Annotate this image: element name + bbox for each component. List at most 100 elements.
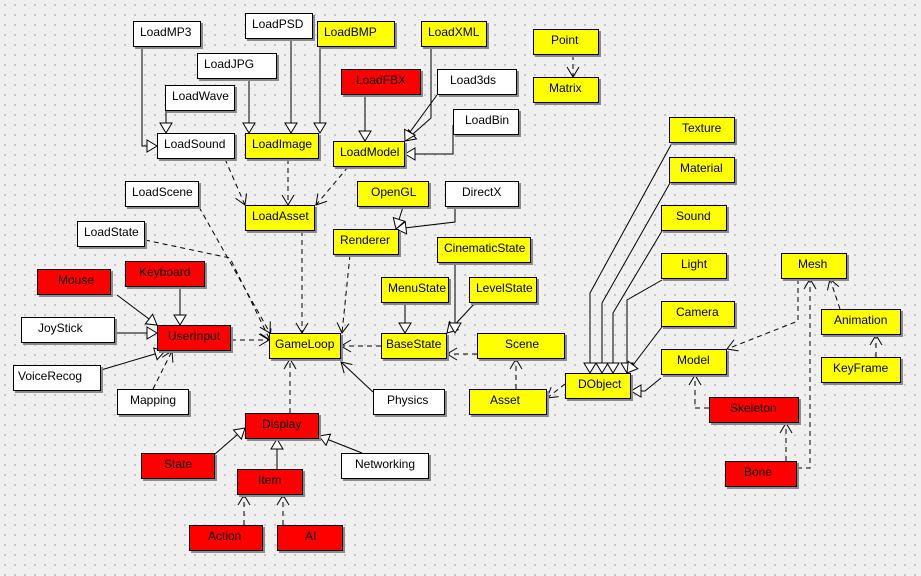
node-cinematicstate[interactable]: CinematicState — [437, 237, 531, 263]
arrowhead — [146, 139, 158, 153]
node-physics[interactable]: Physics — [373, 389, 445, 415]
node-action[interactable]: Action — [189, 525, 263, 551]
edge-mouse-to-userinput — [116, 294, 158, 326]
edge-loadmodel-to-loadasset — [315, 166, 349, 206]
arrowhead — [446, 347, 458, 361]
arrowhead — [340, 339, 352, 353]
node-state[interactable]: State — [141, 453, 215, 479]
node-sound[interactable]: Sound — [661, 205, 727, 231]
edge-material-to-dobject — [595, 182, 671, 374]
node-loadscene[interactable]: LoadScene — [125, 181, 199, 207]
node-bone[interactable]: Bone — [725, 461, 797, 487]
arrowhead — [626, 360, 639, 374]
node-loadasset[interactable]: LoadAsset — [245, 205, 315, 231]
arrowhead — [161, 350, 174, 363]
node-loadimage[interactable]: LoadImage — [245, 133, 319, 159]
node-loadpsd[interactable]: LoadPSD — [245, 13, 313, 39]
node-item[interactable]: Item — [237, 469, 303, 495]
arrowhead — [318, 433, 332, 447]
node-model[interactable]: Model — [661, 349, 727, 375]
node-ai[interactable]: AI — [277, 525, 343, 551]
node-scene[interactable]: Scene — [477, 333, 565, 359]
edge-loadimage-to-loadasset — [281, 159, 295, 206]
arrowhead — [313, 122, 327, 134]
edge-loadbmp-to-loadimage — [313, 47, 327, 134]
node-menustate[interactable]: MenuState — [381, 277, 449, 303]
edge-keyframe-to-animation — [869, 334, 883, 357]
node-keyframe[interactable]: KeyFrame — [821, 357, 901, 383]
node-loadsound[interactable]: LoadSound — [157, 133, 235, 159]
node-skeleton[interactable]: Skeleton — [709, 397, 799, 423]
node-loadjpg[interactable]: LoadJPG — [197, 53, 277, 79]
arrowhead — [173, 314, 187, 326]
edge-loadmp3-to-loadsound — [141, 47, 158, 153]
edge-keyboard-to-userinput — [173, 287, 187, 326]
node-point[interactable]: Point — [533, 29, 599, 55]
node-asset[interactable]: Asset — [469, 389, 547, 415]
arrowhead — [336, 322, 350, 334]
edge-loadbin-to-loadmodel — [404, 125, 454, 161]
node-dobject[interactable]: DObject — [565, 373, 631, 399]
arrowhead — [583, 362, 597, 374]
edge-model-to-dobject — [630, 377, 662, 398]
node-mapping[interactable]: Mapping — [117, 389, 189, 415]
node-light[interactable]: Light — [661, 253, 727, 279]
node-loadfbx[interactable]: LoadFBX — [341, 69, 421, 95]
node-userinput[interactable]: UserInput — [157, 325, 231, 351]
edge-renderer-to-gameloop — [336, 254, 351, 334]
node-animation[interactable]: Animation — [821, 309, 901, 335]
edge-display-to-gameloop — [283, 358, 297, 413]
node-loadmp3[interactable]: LoadMP3 — [133, 21, 201, 47]
arrowhead — [803, 278, 817, 290]
arrowhead — [606, 362, 620, 374]
node-joystick[interactable]: JoyStick — [21, 317, 115, 343]
node-load3ds[interactable]: Load3ds — [437, 69, 517, 95]
node-camera[interactable]: Camera — [661, 301, 735, 327]
node-voicerecog[interactable]: VoiceRecog — [13, 365, 101, 391]
edge-loadfbx-to-loadmodel — [358, 95, 372, 142]
arrowhead — [404, 147, 416, 161]
edge-cinematicstate-to-basestate — [448, 263, 462, 334]
node-directx[interactable]: DirectX — [445, 181, 519, 207]
node-basestate[interactable]: BaseState — [381, 333, 447, 359]
arrowhead — [315, 193, 328, 206]
arrowhead — [630, 384, 642, 398]
node-loadbmp[interactable]: LoadBMP — [317, 21, 395, 47]
node-loadbin[interactable]: LoadBin — [453, 109, 519, 135]
node-gameloop[interactable]: GameLoop — [269, 333, 341, 359]
node-material[interactable]: Material — [669, 157, 735, 183]
edge-loadpsd-to-loadimage — [284, 39, 298, 134]
edge-light-to-dobject — [620, 279, 663, 374]
node-matrix[interactable]: Matrix — [533, 77, 599, 103]
node-networking[interactable]: Networking — [341, 453, 429, 479]
edge-mapping-to-userinput — [152, 350, 174, 390]
edge-load3ds-to-loadmodel — [404, 94, 438, 142]
node-levelstate[interactable]: LevelState — [469, 277, 537, 303]
node-display[interactable]: Display — [245, 413, 319, 439]
edge-camera-to-dobject — [626, 326, 663, 374]
node-loadmodel[interactable]: LoadModel — [333, 141, 405, 167]
edge-loadjpg-to-loadimage — [242, 79, 256, 134]
node-keyboard[interactable]: Keyboard — [125, 261, 205, 287]
edge-skeleton-to-model — [688, 374, 709, 409]
node-mesh[interactable]: Mesh — [781, 253, 847, 279]
node-opengl[interactable]: OpenGL — [357, 181, 429, 207]
edge-menustate-to-basestate — [398, 303, 412, 334]
edge-networking-to-display — [318, 433, 363, 454]
edge-basestate-to-gameloop — [340, 339, 381, 353]
node-loadwave[interactable]: LoadWave — [165, 85, 235, 111]
node-loadstate[interactable]: LoadState — [77, 221, 145, 247]
node-mouse[interactable]: Mouse — [37, 269, 111, 295]
edge-state-to-display — [214, 427, 246, 455]
edge-voicerecog-to-userinput — [100, 347, 166, 371]
arrowhead — [270, 438, 284, 450]
edge-ai-to-item — [276, 494, 290, 525]
node-renderer[interactable]: Renderer — [333, 229, 399, 255]
node-loadxml[interactable]: LoadXML — [421, 21, 487, 47]
arrowhead — [146, 326, 158, 340]
arrowhead — [404, 128, 417, 142]
edge-bone-to-skeleton — [779, 422, 793, 461]
node-texture[interactable]: Texture — [669, 117, 735, 143]
